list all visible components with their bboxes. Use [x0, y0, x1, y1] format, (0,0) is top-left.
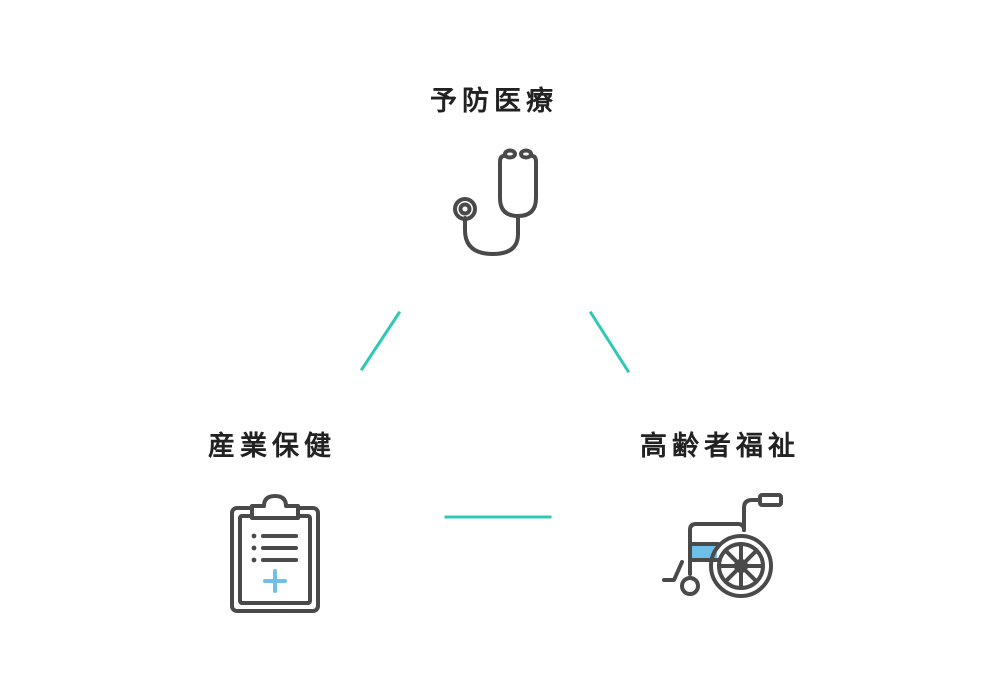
plus-icon: [263, 569, 287, 593]
bullet-dot-3: [251, 557, 257, 563]
clipboard-medical-icon: [230, 494, 320, 613]
wheelchair-icon: [662, 493, 783, 598]
stethoscope-icon: [453, 148, 538, 256]
bullet-dot-2: [251, 545, 257, 551]
connector-top-left: [359, 310, 402, 372]
node-label-left: 産業保健: [208, 431, 336, 462]
node-label-top: 予防医療: [430, 86, 558, 117]
seat-cushion: [691, 544, 717, 559]
bullet-dot-1: [251, 533, 257, 539]
node-label-right: 高齢者福祉: [640, 431, 800, 462]
connector-top-right: [588, 310, 631, 374]
